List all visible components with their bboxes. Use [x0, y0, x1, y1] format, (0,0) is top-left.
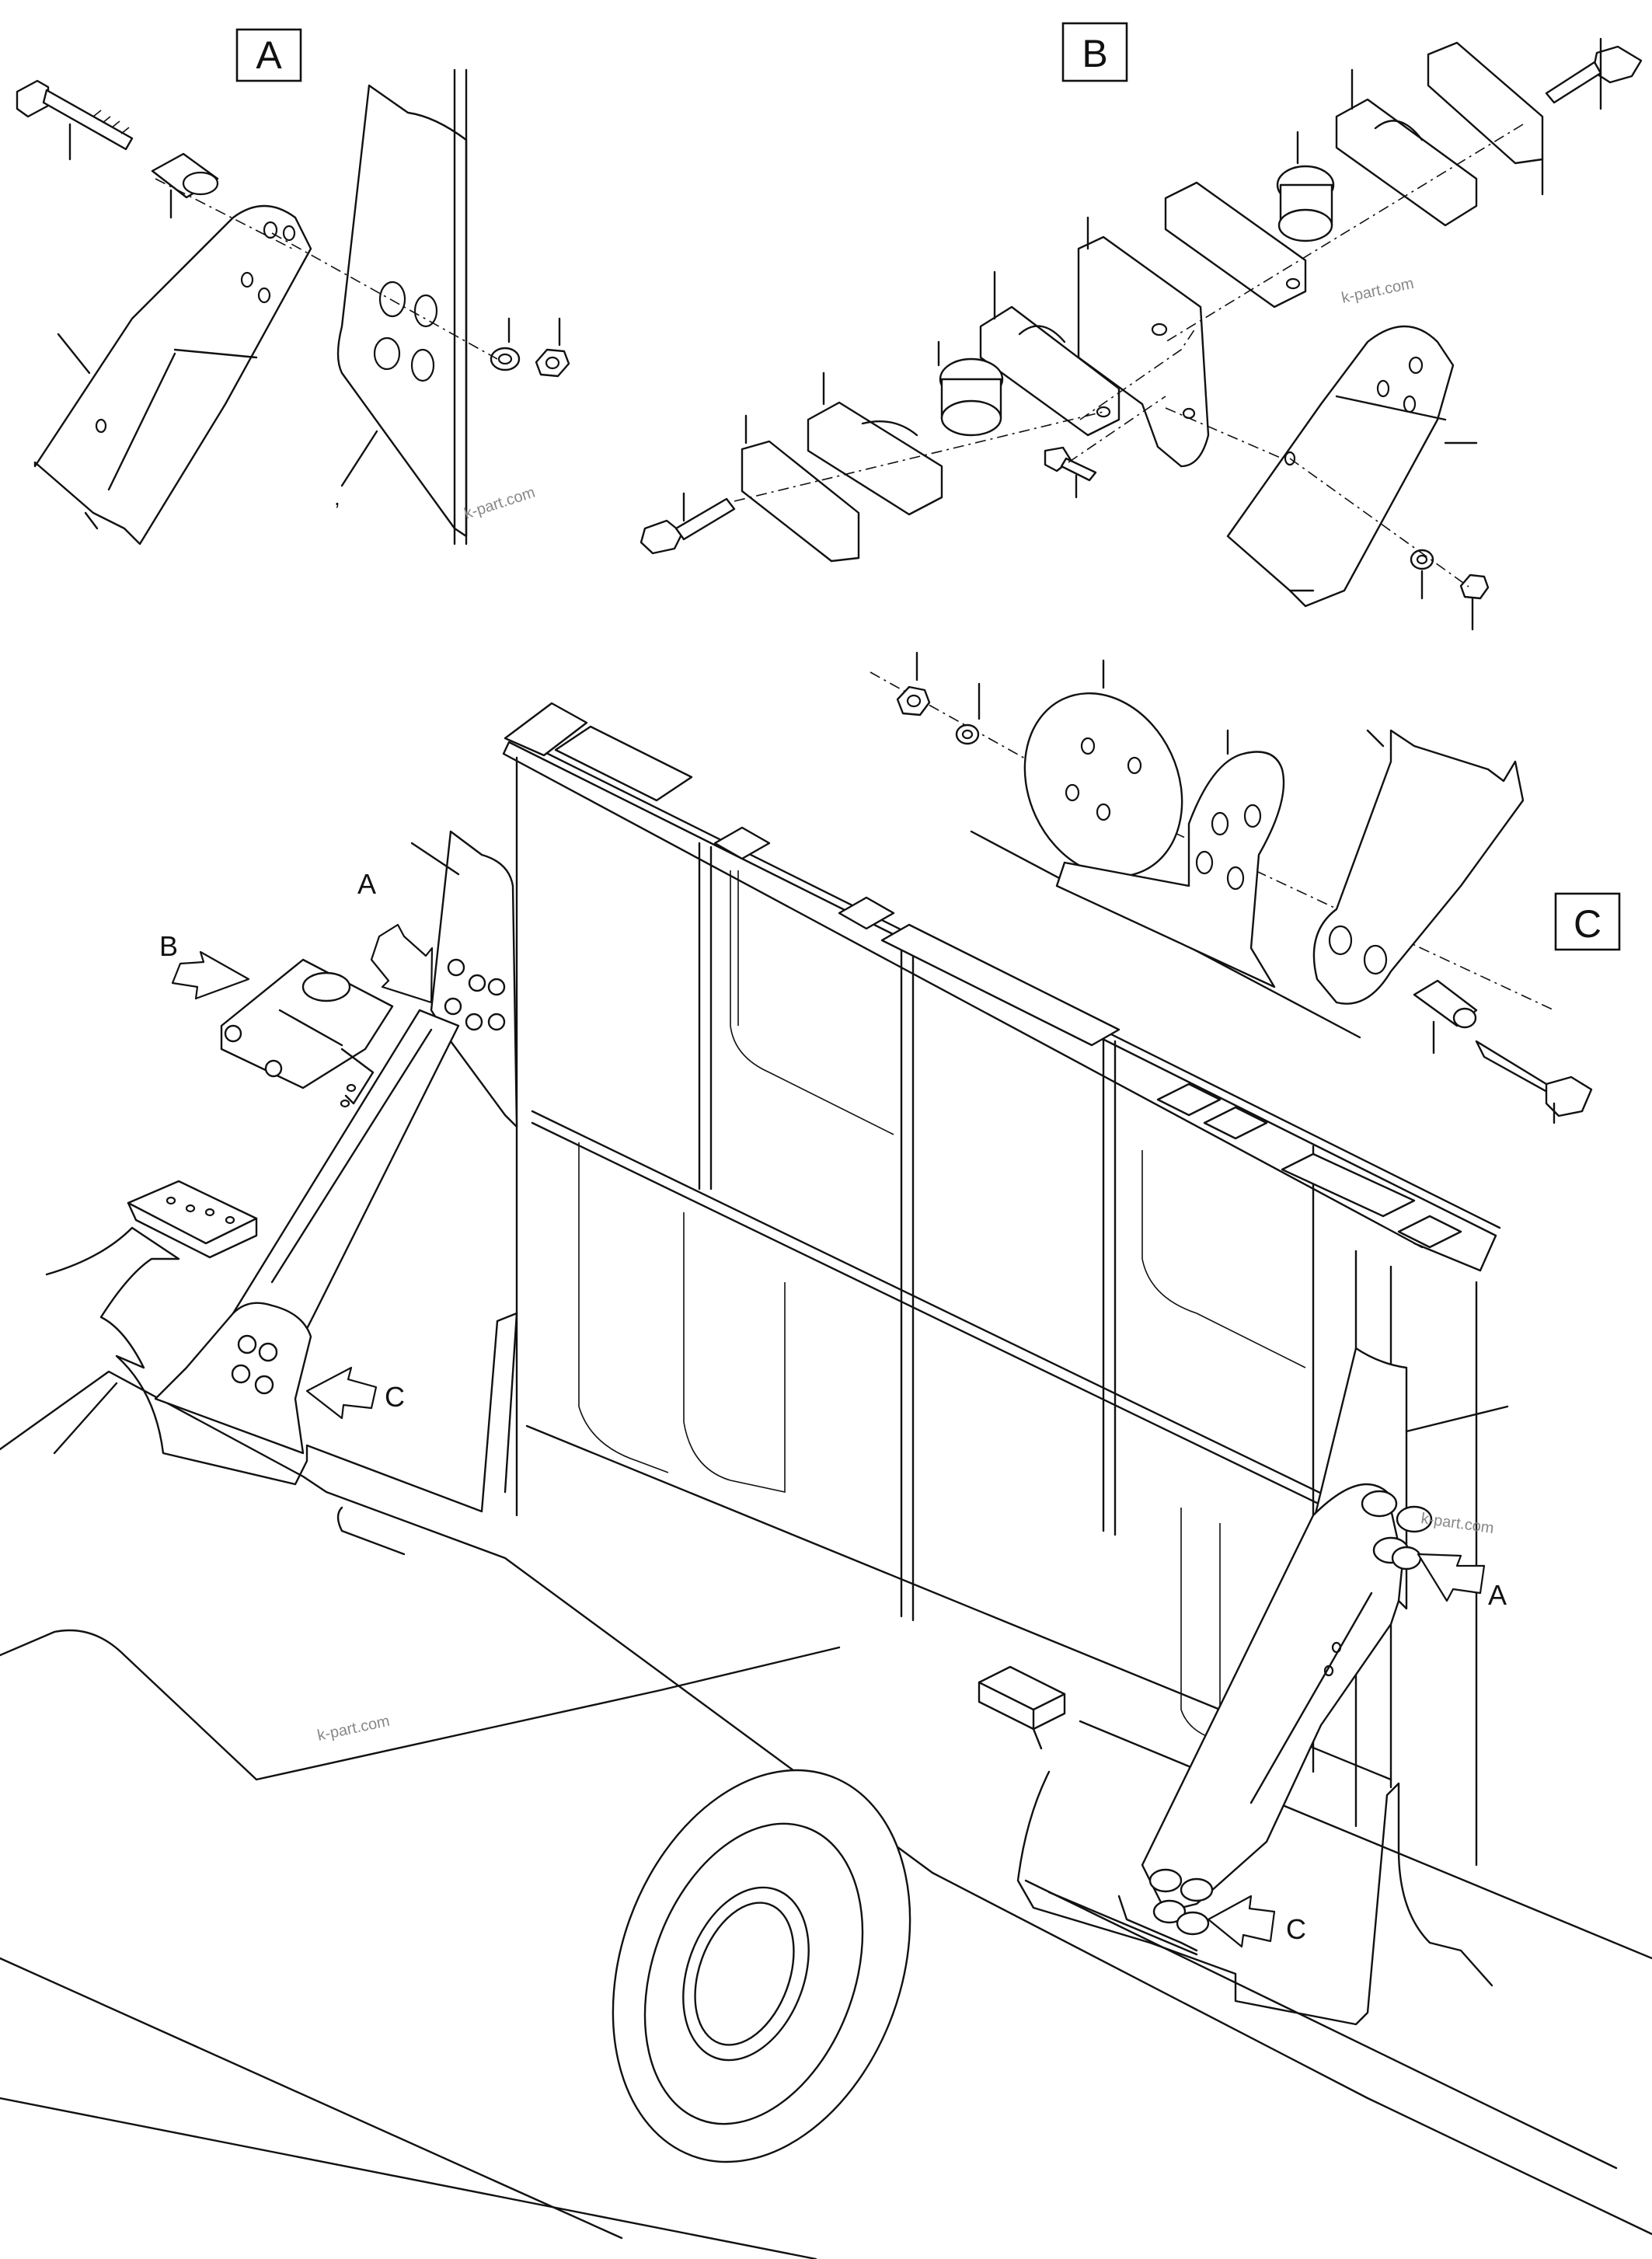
callout-c-right: C	[1286, 1913, 1306, 1945]
nut-c	[896, 651, 931, 716]
callout-a-left: A	[357, 868, 376, 900]
clamp-block-b-left	[979, 270, 1121, 437]
callout-c-left: C	[385, 1381, 405, 1413]
bracket-b	[1226, 325, 1478, 608]
clamp-plate-b-top	[1427, 41, 1544, 196]
detail-view-c: C	[870, 651, 1621, 1124]
detail-view-b: B	[640, 22, 1643, 631]
view-b-label-box	[1061, 22, 1128, 82]
main-clamp-b	[220, 958, 394, 1108]
arrow-a-left	[370, 923, 434, 1004]
view-c-label-box	[1554, 892, 1621, 951]
bracket-c	[1312, 729, 1525, 1005]
disc-c	[1023, 659, 1183, 877]
arrow-c-right	[1207, 1895, 1276, 1948]
arrow-b-left	[171, 950, 250, 1000]
fitting-b-lower	[937, 340, 1004, 437]
plate-b-mid	[1077, 216, 1210, 468]
callout-arrows: B A C A C	[159, 868, 1507, 1948]
clamp-block-b-bottom	[807, 371, 943, 516]
watermark: k-part.com	[1420, 1510, 1495, 1537]
bolt-b-left	[640, 492, 736, 555]
left-arm-assembly	[154, 830, 518, 1455]
bolt-a	[16, 79, 134, 161]
callout-a-right: A	[1488, 1579, 1507, 1611]
clamp-block-b-mid	[1164, 181, 1307, 309]
watermark: k-part.com	[315, 1713, 391, 1745]
callout-b-left: B	[159, 930, 178, 962]
detail-view-a: A	[16, 28, 570, 546]
flange-plate-c	[1055, 729, 1285, 988]
view-c-label: C	[1574, 902, 1601, 946]
bracket-a	[33, 204, 312, 546]
arrow-a-right	[1417, 1553, 1486, 1602]
bolt-b-right	[1545, 37, 1643, 110]
spacer-c	[1413, 979, 1478, 1055]
washer-nut-b	[1410, 549, 1490, 631]
bolt-c	[1475, 1040, 1593, 1124]
top-mounting-pads	[504, 702, 1462, 1249]
view-a-label-box	[235, 28, 302, 82]
spacer-a	[151, 152, 219, 219]
washer-c	[955, 682, 981, 745]
watermark: k-part.com	[462, 484, 538, 523]
clamp-plate-b-bottom	[741, 414, 860, 563]
view-a-label: A	[256, 33, 282, 77]
wheel	[612, 1769, 911, 2163]
clamp-block-b-top	[1335, 68, 1478, 227]
view-b-label: B	[1082, 32, 1107, 75]
watermark: k-part.com	[1340, 275, 1415, 307]
plate-a: ,	[334, 68, 468, 546]
right-arm-assembly	[1047, 1347, 1433, 1956]
fitting-b-top	[1276, 131, 1335, 242]
main-assembly	[0, 702, 1652, 2259]
small-bolt-b	[1044, 446, 1097, 499]
washer-nut-a	[490, 317, 570, 378]
stray-mark: ,	[334, 486, 340, 510]
arrow-c-left	[305, 1366, 378, 1420]
